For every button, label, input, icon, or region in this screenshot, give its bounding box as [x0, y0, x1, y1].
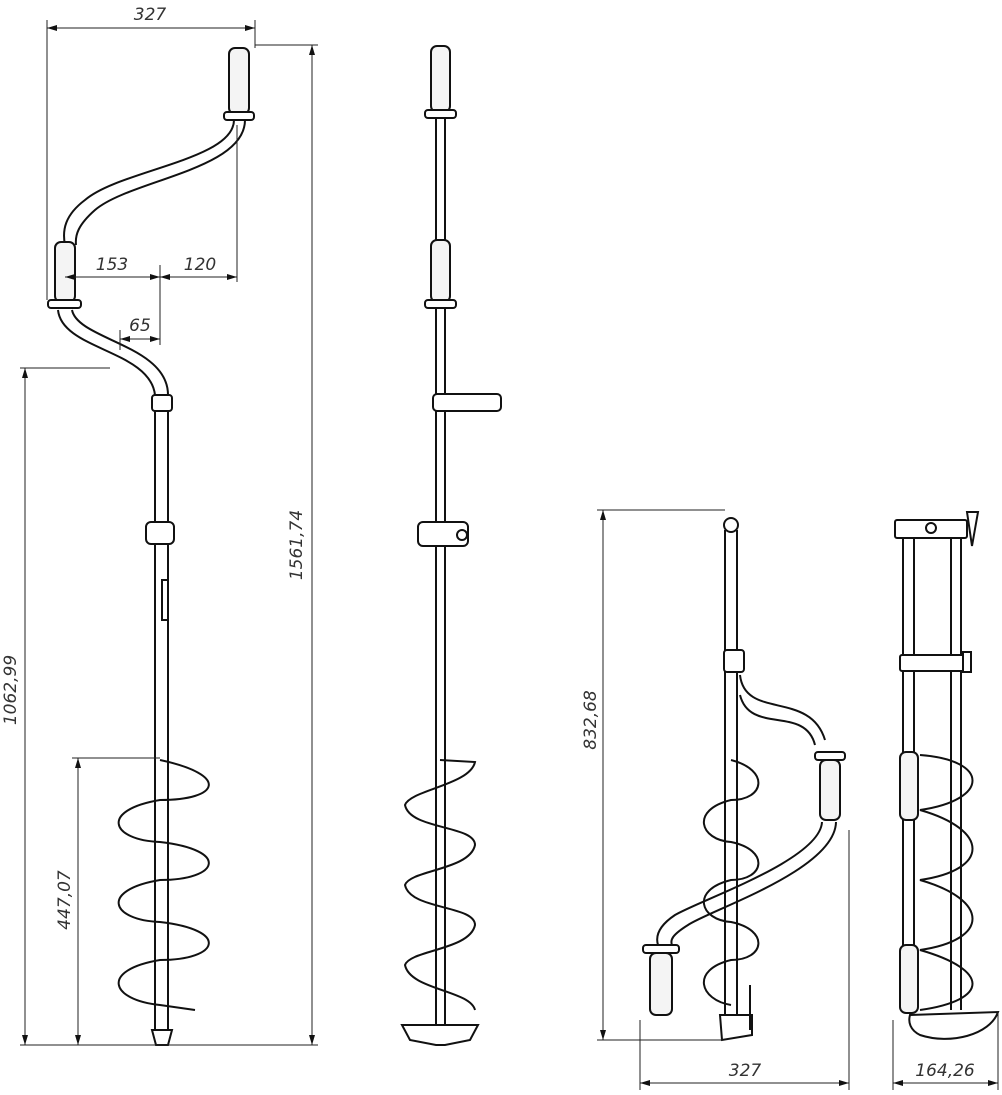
dim-447-07: 447,07: [55, 870, 75, 930]
dim-164-26: 164,26: [915, 1061, 975, 1081]
dim-153: 153: [96, 255, 128, 275]
top-handle: [430, 45, 451, 113]
clamp: [417, 521, 469, 547]
handle-lower: [899, 944, 919, 1014]
top-handle: [228, 47, 250, 115]
dim-65: 65: [129, 316, 151, 336]
dim-120: 120: [184, 255, 216, 275]
upper-crank: [739, 674, 826, 741]
dim-832-68: 832,68: [581, 690, 601, 750]
t-bar: [432, 393, 502, 412]
cutter-head: [908, 1010, 1000, 1040]
dim-327-top: 327: [134, 5, 167, 25]
auger-spiral: [702, 759, 760, 1006]
lower-crank: [656, 821, 823, 946]
handle-upper: [899, 751, 919, 821]
dim-1561-74: 1561,74: [287, 510, 307, 580]
middle-handle: [54, 241, 76, 303]
upper-crank: [63, 119, 235, 246]
view-side-folded: 164,26: [892, 511, 1000, 1090]
cutter-head: [150, 1029, 174, 1046]
cutter-head: [400, 1024, 480, 1046]
dim-327-bottom: 327: [729, 1061, 762, 1081]
handle-left: [649, 952, 673, 1016]
cutter-head: [718, 1014, 753, 1042]
view-side-extended: [400, 45, 502, 1046]
view-front-extended: 327 153 120 65 1561,74 1062,99 447,07: [1, 5, 318, 1046]
clamp: [145, 521, 175, 545]
dim-1062-99: 1062,99: [1, 655, 21, 725]
wing-nut: [723, 517, 739, 533]
handle-right: [819, 759, 841, 821]
auger-spiral: [919, 754, 974, 1011]
view-front-folded: 832,68 327: [581, 509, 850, 1090]
auger-spiral: [403, 759, 477, 1011]
auger-spiral: [117, 759, 210, 1011]
lower-crank: [71, 309, 169, 396]
middle-handle: [430, 239, 451, 303]
